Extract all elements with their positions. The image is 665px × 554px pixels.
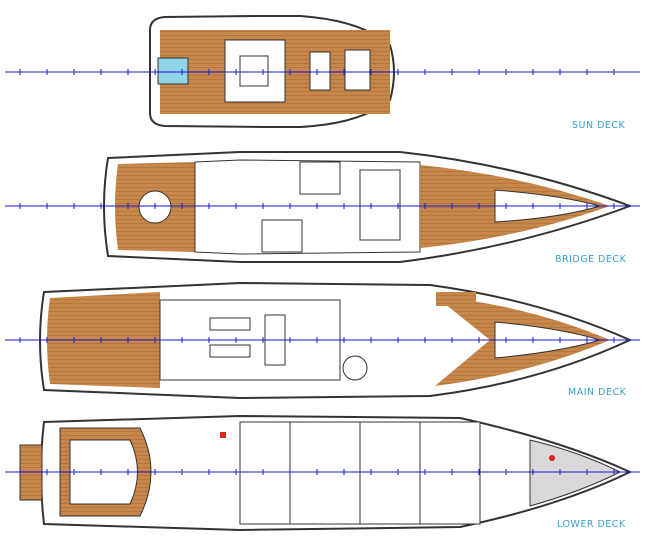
bridge-deck-plan — [103, 151, 633, 263]
sun-deck-label: SUN DECK — [572, 120, 626, 131]
lower-deck-plan — [19, 414, 633, 532]
centerlines — [5, 71, 640, 473]
jacuzzi — [157, 57, 189, 85]
main-deck-label: MAIN DECK — [568, 387, 627, 398]
bridge-deck-label: BRIDGE DECK — [555, 254, 627, 265]
lower-deck-label: LOWER DECK — [557, 519, 626, 530]
